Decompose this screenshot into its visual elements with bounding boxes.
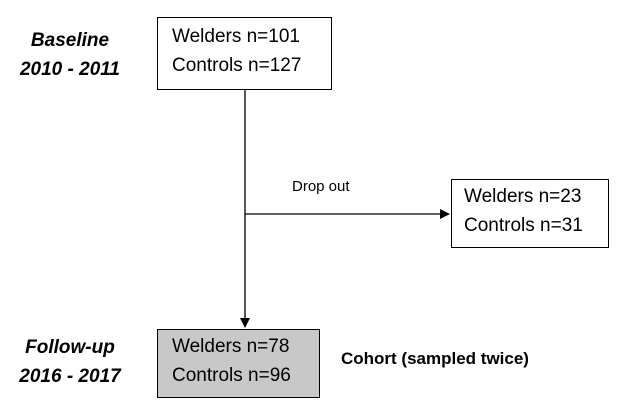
baseline-phase-label: Baseline 2010 - 2011 [10, 26, 130, 84]
followup-box: Welders n=78 Controls n=96 [157, 329, 320, 398]
followup-phase-label: Follow-up 2016 - 2017 [5, 333, 135, 391]
baseline-welders-count: Welders n=101 [172, 26, 300, 47]
dropout-label: Drop out [292, 178, 350, 195]
followup-welders-count: Welders n=78 [172, 336, 290, 357]
cohort-label: Cohort (sampled twice) [341, 349, 529, 368]
followup-controls-count: Controls n=96 [172, 365, 291, 386]
dropout-welders-count: Welders n=23 [464, 186, 582, 207]
baseline-years: 2010 - 2011 [19, 59, 120, 80]
dropout-box: Welders n=23 Controls n=31 [451, 179, 609, 248]
baseline-title: Baseline [30, 30, 110, 51]
followup-title: Follow-up [25, 337, 115, 358]
baseline-box: Welders n=101 Controls n=127 [157, 17, 332, 90]
baseline-controls-count: Controls n=127 [172, 55, 302, 76]
followup-years: 2016 - 2017 [19, 366, 121, 387]
dropout-controls-count: Controls n=31 [464, 215, 583, 236]
